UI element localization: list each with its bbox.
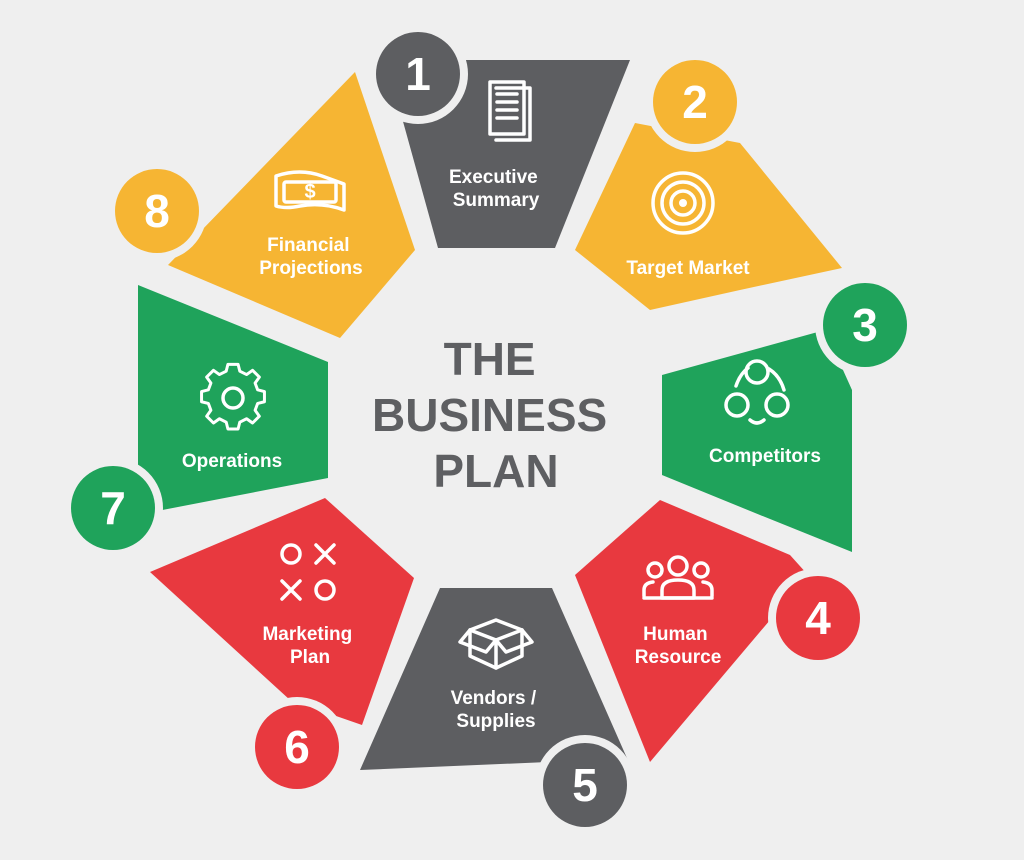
badge-8: 8 xyxy=(107,161,207,261)
segment-label-competitors: Competitors xyxy=(709,446,821,467)
segment-label-financial-projections: Financial Projections xyxy=(259,235,362,279)
segment-marketing-plan xyxy=(150,498,414,725)
segment-human-resource xyxy=(575,500,808,762)
money-icon: $ xyxy=(274,170,346,212)
label-line: Summary xyxy=(453,190,540,211)
badge-1: 1 xyxy=(368,24,468,124)
badge-number: 6 xyxy=(284,721,310,773)
segment-label-target-market: Target Market xyxy=(626,258,750,279)
badge-6: 6 xyxy=(247,697,347,797)
label-line: Human xyxy=(643,624,707,645)
target-icon xyxy=(651,171,715,235)
team-icon xyxy=(642,555,714,600)
badge-4: 4 xyxy=(768,568,868,668)
badge-7: 7 xyxy=(63,458,163,558)
badge-number: 5 xyxy=(572,759,598,811)
center-title: THE BUSINESS PLAN xyxy=(372,333,620,497)
badge-2: 2 xyxy=(645,52,745,152)
segment-vendors-supplies xyxy=(360,588,630,770)
label-line: Resource xyxy=(635,647,722,668)
label-line: Executive xyxy=(449,167,538,188)
label-line: Supplies xyxy=(456,711,535,732)
label-line: Vendors / xyxy=(451,688,537,709)
label-line: Target Market xyxy=(626,258,750,279)
people-cycle-icon xyxy=(724,359,790,425)
gear-icon xyxy=(200,362,266,431)
segment-operations xyxy=(138,285,328,512)
segment-label-operations: Operations xyxy=(182,451,282,472)
label-line: Competitors xyxy=(709,446,821,467)
segment-financial-projections xyxy=(168,72,415,338)
title-line: BUSINESS xyxy=(372,389,607,441)
segment-competitors xyxy=(662,330,852,552)
box-icon xyxy=(458,618,534,670)
badge-number: 7 xyxy=(100,482,126,534)
label-line: Operations xyxy=(182,451,282,472)
segment-label-marketing-plan: Marketing Plan xyxy=(262,624,357,668)
label-line: Financial xyxy=(267,235,349,256)
tic-tac-toe-icon xyxy=(280,543,336,601)
segment-label-executive-summary: Executive Summary xyxy=(449,167,543,211)
badge-number: 1 xyxy=(405,48,431,100)
label-line: Marketing xyxy=(262,624,352,645)
badge-number: 8 xyxy=(144,185,170,237)
document-icon xyxy=(488,80,532,142)
badge-number: 3 xyxy=(852,299,878,351)
badge-3: 3 xyxy=(815,275,915,375)
label-line: Plan xyxy=(290,647,330,668)
svg-text:$: $ xyxy=(304,181,315,203)
badge-number: 4 xyxy=(805,592,831,644)
badge-number: 2 xyxy=(682,76,708,128)
title-line: PLAN xyxy=(433,445,558,497)
badge-5: 5 xyxy=(535,735,635,835)
label-line: Projections xyxy=(259,258,362,279)
title-line: THE xyxy=(444,333,536,385)
segment-label-vendors-supplies: Vendors / Supplies xyxy=(451,688,542,732)
segment-label-human-resource: Human Resource xyxy=(635,624,722,668)
